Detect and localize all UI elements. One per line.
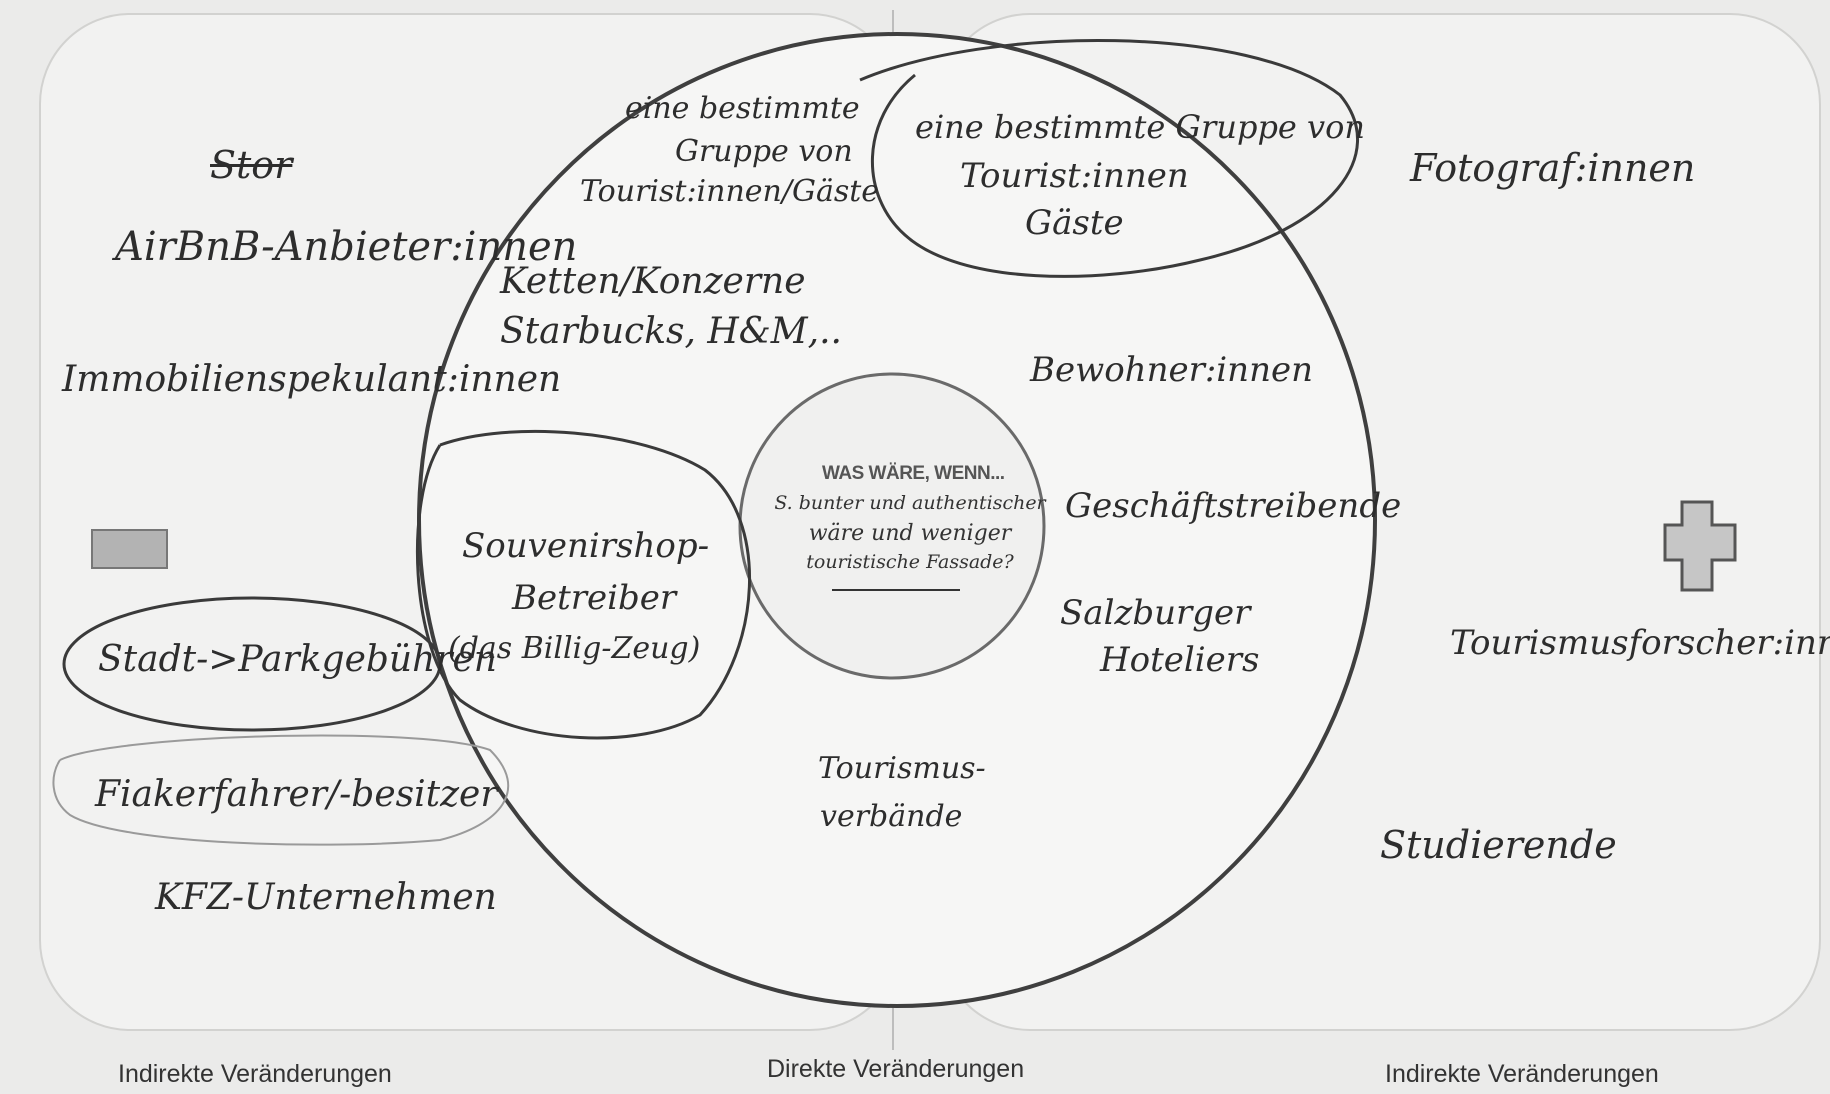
fotograf-text: Fotograf:innen xyxy=(1410,146,1696,190)
gruppe-line3-text: Tourist:innen/Gäste xyxy=(580,174,880,209)
souvenir-line1-text: Souvenirshop- xyxy=(462,526,710,566)
airbnb-text: AirBnB-Anbieter:innen xyxy=(115,224,578,270)
overlap-line1-text: eine bestimmte Gruppe von xyxy=(915,108,1365,146)
starbucks-text: Starbucks, H&M,.. xyxy=(500,311,842,352)
stadt-text: Stadt->Parkgebühren xyxy=(98,639,497,680)
gruppe-line1-text: eine bestimmte xyxy=(625,91,860,126)
salzburger-text: Salzburger xyxy=(1060,593,1251,633)
center-circle xyxy=(738,372,1046,680)
gray-rectangle xyxy=(91,529,168,569)
question-line-1: S. bunter und authentischer xyxy=(774,492,1046,514)
gruppe-line2-text: Gruppe von xyxy=(675,134,853,169)
footer-right-label: Indirekte Veränderungen xyxy=(1385,1060,1659,1088)
question-line-2: wäre und weniger xyxy=(808,520,1012,546)
tourismus-line1-text: Tourismus- xyxy=(818,751,986,786)
footer-left-label: Indirekte Veränderungen xyxy=(118,1060,392,1088)
hoteliers-text: Hoteliers xyxy=(1100,640,1260,680)
fiaker-text: Fiakerfahrer/-besitzer xyxy=(95,774,498,815)
center-question: S. bunter und authentischer wäre und wen… xyxy=(770,490,1050,577)
overlap-line3-text: Gäste xyxy=(1025,203,1124,243)
geschaeftstreibende-text: Geschäftstreibende xyxy=(1065,486,1402,526)
footer-center-label: Direkte Veränderungen xyxy=(767,1055,1025,1083)
overlap-line2-text: Tourist:innen xyxy=(960,156,1189,196)
souvenir-line3-text: (das Billig-Zeug) xyxy=(448,631,701,666)
souvenir-loop xyxy=(415,429,751,740)
stor-strikethrough-text: Stor xyxy=(210,143,293,187)
fiaker-loop xyxy=(52,734,510,846)
overlap-loop xyxy=(859,38,1359,278)
kfz-text: KFZ-Unternehmen xyxy=(155,877,497,918)
souvenir-line2-text: Betreiber xyxy=(512,578,677,618)
tourismusforscher-text: Tourismusforscher:innen xyxy=(1450,623,1830,663)
center-title: WAS WÄRE, WENN... xyxy=(822,463,1005,484)
ketten-text: Ketten/Konzerne xyxy=(500,261,806,302)
bewohner-text: Bewohner:innen xyxy=(1030,350,1313,390)
stadt-loop xyxy=(62,596,442,732)
studierende-text: Studierende xyxy=(1380,823,1617,867)
gray-cross xyxy=(1663,500,1737,592)
question-line-3: touristische Fassade? xyxy=(806,551,1014,574)
tourismus-line2-text: verbände xyxy=(820,799,963,834)
immobilien-text: Immobilienspekulant:innen xyxy=(62,359,562,400)
